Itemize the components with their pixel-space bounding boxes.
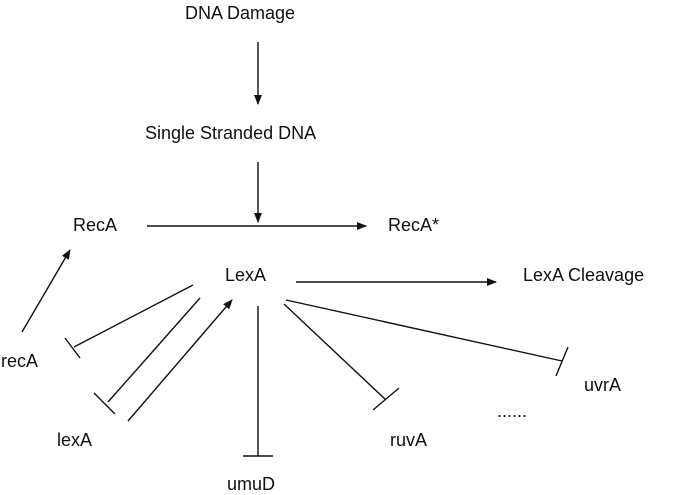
edge-lexa-represses-lexa-gene [93, 297, 201, 415]
edge-lexa-gene-to-lexa [127, 299, 233, 422]
node-lexa-cleavage: LexA Cleavage [523, 265, 645, 285]
node-reca-protein: RecA [73, 215, 118, 235]
node-lexa-protein: LexA [225, 265, 267, 285]
node-uvra-gene: uvrA [584, 375, 622, 395]
node-dna-damage: DNA Damage [185, 3, 296, 23]
edge-lexa-represses-umud [243, 306, 273, 457]
node-lexa-gene: lexA [57, 430, 93, 450]
node-reca-gene: recA [1, 351, 39, 371]
node-ellipsis: ...... [497, 401, 528, 421]
node-reca-activated: RecA* [388, 215, 440, 235]
node-single-stranded-dna: Single Stranded DNA [145, 123, 317, 143]
edge-reca-gene-to-reca [21, 249, 71, 333]
node-umud-gene: umuD [227, 474, 276, 494]
edge-lexa-represses-ruva [283, 303, 400, 411]
edge-lexa-represses-uvra [285, 299, 569, 377]
edge-lexa-represses-reca-gene [64, 284, 194, 359]
node-ruva-gene: ruvA [390, 430, 428, 450]
